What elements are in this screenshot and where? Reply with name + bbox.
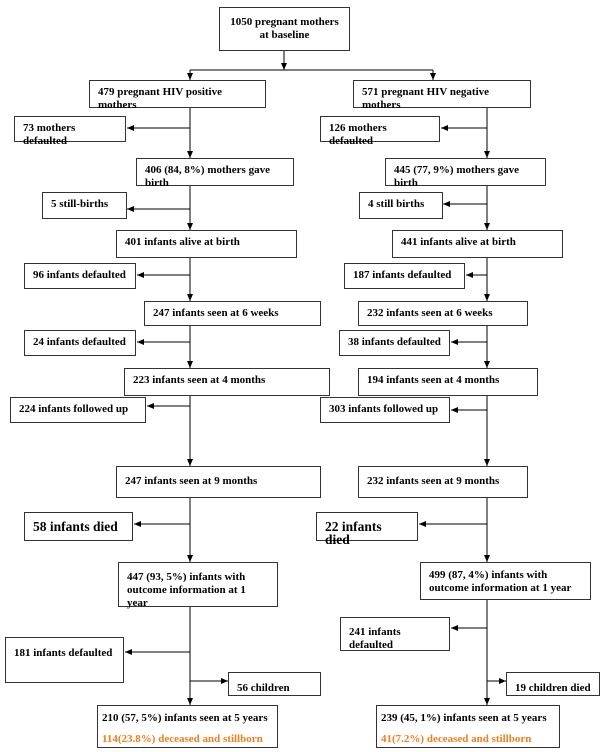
left-gave-birth-box: 406 (84, 8%) mothers gave birth	[136, 158, 294, 189]
arrowhead-icon	[443, 201, 450, 207]
right-alive-at-birth-box: 441 infants alive at birth	[392, 230, 563, 258]
arrowhead-icon	[187, 151, 193, 158]
left-defaulted-1-box: 96 infants defaulted	[24, 263, 136, 289]
arrowhead-icon	[187, 459, 193, 466]
arrowhead-icon	[484, 294, 490, 301]
left-defaulted-2-box: 24 infants defaulted	[24, 330, 136, 356]
arrowhead-icon	[147, 403, 154, 409]
right-9-months-box: 232 infants seen at 9 months	[358, 466, 528, 498]
arrowhead-icon	[499, 678, 506, 684]
left-5-years-box: 210 (57, 5%) infants seen at 5 years 114…	[97, 705, 278, 748]
right-died-box: 22 infants died	[316, 512, 418, 546]
hiv-negative-box: 571 pregnant HIV negative mothers	[353, 80, 531, 111]
arrowhead-icon	[137, 272, 144, 278]
right-outcome-1-year-box: 499 (87, 4%) infants with outcome inform…	[420, 562, 591, 600]
arrowhead-icon	[125, 649, 132, 655]
right-defaulted-3-box: 241 infants defaulted	[340, 617, 450, 651]
right-6-weeks-box: 232 infants seen at 6 weeks	[358, 301, 528, 326]
right-mothers-defaulted-box: 126 mothers defaulted	[320, 116, 440, 147]
right-5-years-box: 239 (45, 1%) infants seen at 5 years 41(…	[376, 705, 560, 748]
left-9-months-box: 247 infants seen at 9 months	[116, 466, 321, 498]
arrowhead-icon	[466, 272, 473, 278]
arrowhead-icon	[451, 339, 458, 345]
left-followed-up-box: 224 infants followed up	[10, 397, 146, 423]
arrowhead-icon	[484, 698, 490, 705]
arrowhead-icon	[137, 339, 144, 345]
arrowhead-icon	[221, 678, 228, 684]
arrowhead-icon	[187, 361, 193, 368]
arrowhead-icon	[484, 151, 490, 158]
left-6-weeks-box: 247 infants seen at 6 weeks	[144, 301, 321, 326]
left-alive-at-birth-box: 401 infants alive at birth	[116, 230, 297, 258]
arrowhead-icon	[187, 223, 193, 230]
arrowhead-icon	[484, 459, 490, 466]
arrowhead-icon	[484, 361, 490, 368]
baseline-box: 1050 pregnant mothers at baseline	[219, 7, 350, 51]
left-still-births-box: 5 still-births	[42, 192, 127, 219]
arrowhead-icon	[187, 73, 193, 80]
arrowhead-icon	[430, 73, 436, 80]
right-4-months-box: 194 infants seen at 4 months	[358, 368, 538, 396]
right-still-births-box: 4 still births	[359, 192, 443, 219]
left-defaulted-3-box: 181 infants defaulted	[5, 637, 124, 683]
left-5-years-label: 210 (57, 5%) infants seen at 5 years	[102, 712, 268, 724]
arrowhead-icon	[441, 125, 448, 131]
right-followed-up-box: 303 infants followed up	[320, 397, 450, 423]
right-defaulted-1-box: 187 infants defaulted	[344, 263, 465, 289]
arrowhead-icon	[127, 125, 134, 131]
arrowhead-icon	[187, 555, 193, 562]
right-5-years-label: 239 (45, 1%) infants seen at 5 years	[381, 712, 547, 724]
arrowhead-icon	[451, 625, 458, 631]
arrowhead-icon	[187, 294, 193, 301]
arrowhead-icon	[484, 223, 490, 230]
arrowhead-icon	[187, 698, 193, 705]
right-gave-birth-box: 445 (77, 9%) mothers gave birth	[385, 158, 546, 189]
left-deceased-label: 114(23.8%) deceased and stillborn	[102, 733, 263, 745]
left-4-months-box: 223 infants seen at 4 months	[124, 368, 330, 396]
right-defaulted-2-box: 38 infants defaulted	[339, 330, 450, 356]
arrowhead-icon	[419, 521, 426, 527]
arrowhead-icon	[127, 206, 134, 212]
right-children-died-box: 19 children died	[506, 672, 600, 696]
arrowhead-icon	[134, 521, 141, 527]
arrowhead-icon	[451, 407, 458, 413]
right-deceased-label: 41(7.2%) deceased and stillborn	[381, 733, 532, 745]
left-died-box: 58 infants died	[24, 512, 133, 541]
arrowhead-icon	[484, 555, 490, 562]
left-children-died-box: 56 children died	[228, 672, 321, 696]
hiv-positive-box: 479 pregnant HIV positive mothers	[89, 80, 266, 111]
left-outcome-1-year-box: 447 (93, 5%) infants with outcome inform…	[118, 562, 278, 609]
left-mothers-defaulted-box: 73 mothers defaulted	[14, 116, 126, 147]
arrowhead-icon	[281, 63, 287, 70]
